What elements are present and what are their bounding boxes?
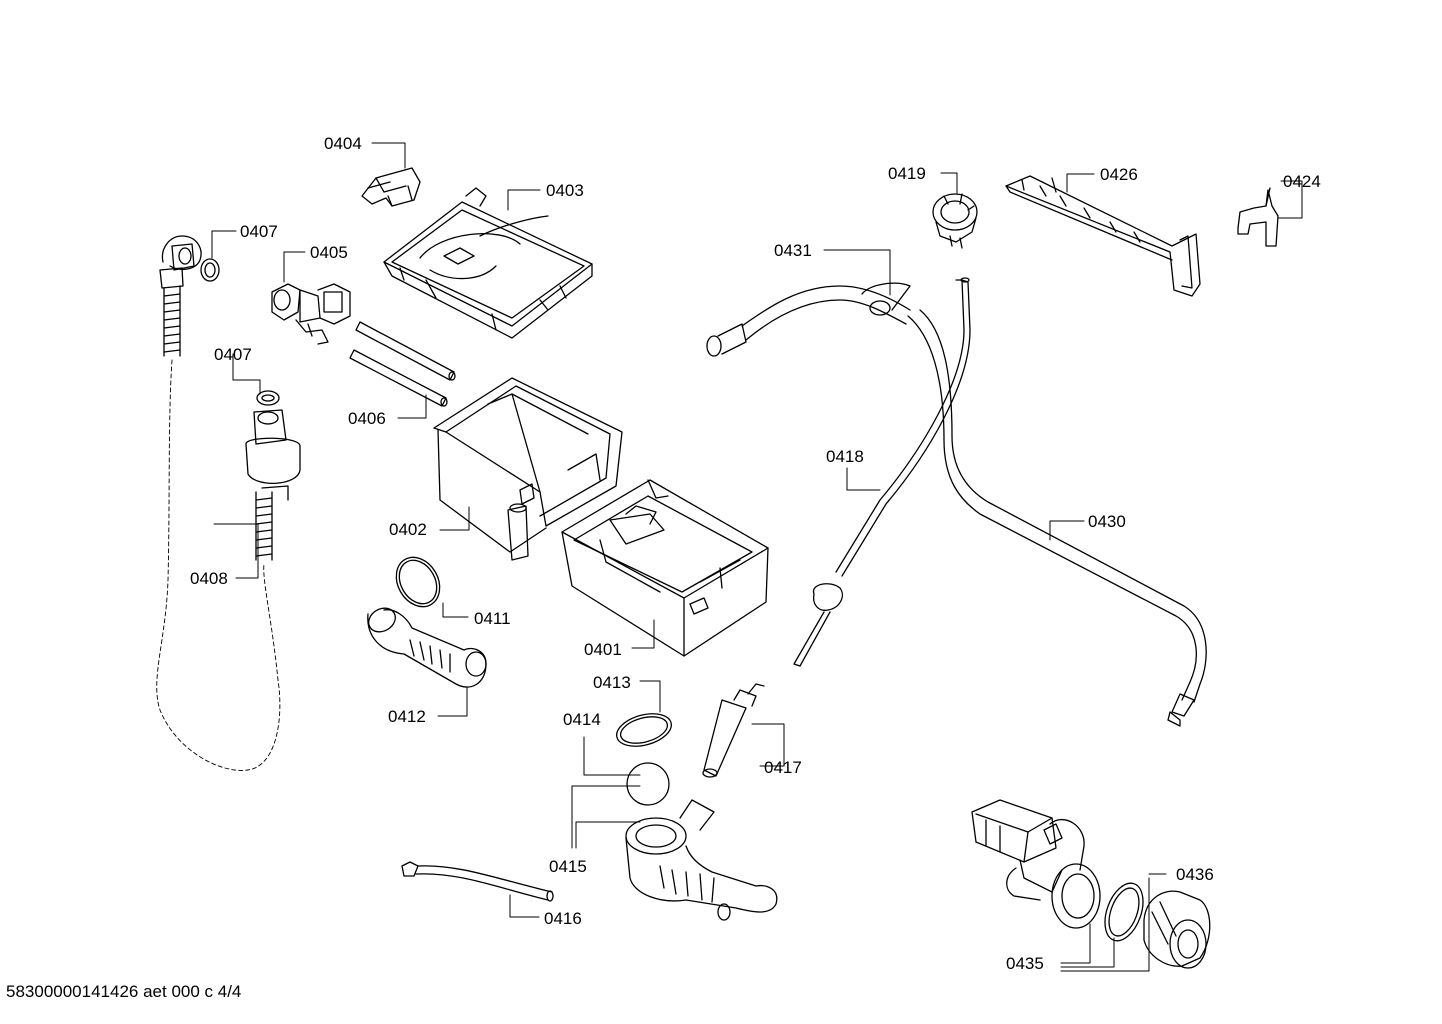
part-label-0408: 0408 — [190, 569, 228, 588]
part-label-0404: 0404 — [324, 134, 362, 153]
sump-hose-0415 — [625, 799, 778, 921]
hose-dashed-path — [156, 359, 281, 771]
ring-0413 — [616, 713, 672, 747]
drawing-reference-footer: 58300000141426 aet 000 c 4/4 — [6, 982, 242, 1001]
part-label-0435: 0435 — [1006, 954, 1044, 973]
ball-valve-0414 — [626, 762, 670, 806]
tube-pair-0406 — [349, 321, 456, 407]
dispenser-housing-0402 — [433, 377, 623, 561]
bellows-hose-0412 — [367, 607, 487, 688]
part-label-0436: 0436 — [1176, 865, 1214, 884]
part-label-0426: 0426 — [1100, 165, 1138, 184]
clip-0424 — [1237, 187, 1279, 247]
part-label-0403: 0403 — [546, 181, 584, 200]
part-label-0407-top: 0407 — [240, 222, 278, 241]
clip-0404 — [361, 167, 421, 207]
part-label-0430: 0430 — [1088, 512, 1126, 531]
inlet-valve-0405 — [271, 283, 351, 345]
part-label-0402: 0402 — [389, 520, 427, 539]
part-label-0413: 0413 — [593, 673, 631, 692]
hose-0416 — [401, 861, 554, 902]
detergent-drawer-0401 — [561, 479, 769, 657]
part-label-0405: 0405 — [310, 243, 348, 262]
part-label-0401: 0401 — [584, 640, 622, 659]
hose-0431 — [706, 282, 911, 357]
part-label-0424: 0424 — [1283, 172, 1321, 191]
drain-pump-0435 — [971, 799, 1101, 929]
pump-filter-0436 — [1143, 890, 1211, 969]
part-label-0412: 0412 — [388, 707, 426, 726]
seal-ring-0436 — [1104, 882, 1144, 942]
pressure-switch-0419 — [932, 193, 978, 249]
leader-lines — [211, 142, 1303, 972]
part-label-0419: 0419 — [888, 164, 926, 183]
part-label-0417: 0417 — [764, 758, 802, 777]
part-label-0414: 0414 — [563, 710, 601, 729]
part-label-0407-bottom: 0407 — [214, 345, 252, 364]
part-label-0418: 0418 — [826, 447, 864, 466]
bracket-0426 — [1005, 175, 1201, 297]
part-label-0415: 0415 — [549, 857, 587, 876]
hose-0430 — [907, 309, 1207, 727]
part-label-0431: 0431 — [774, 241, 812, 260]
inlet-hose-0407-left — [159, 235, 220, 357]
sensor-0417 — [702, 683, 765, 778]
dispenser-cover-0403 — [383, 187, 593, 339]
part-label-0411: 0411 — [474, 609, 511, 628]
seal-ring-0411 — [395, 556, 441, 608]
tube-0418 — [793, 277, 971, 667]
part-label-0416: 0416 — [544, 909, 582, 928]
part-label-0406: 0406 — [348, 409, 386, 428]
inlet-hose-0408 — [245, 390, 301, 561]
